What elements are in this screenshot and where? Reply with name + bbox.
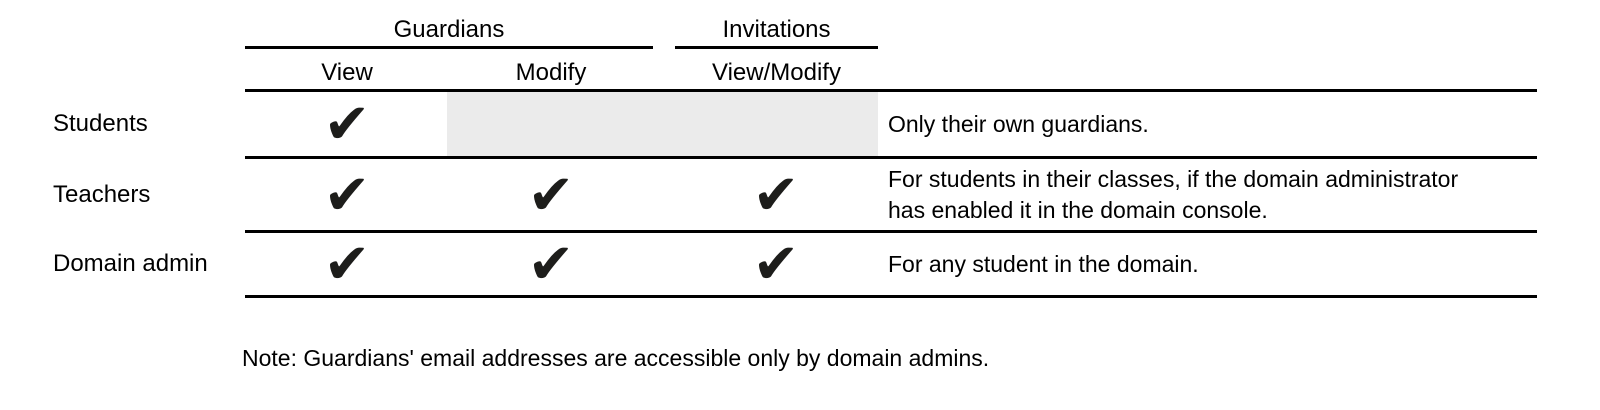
table-rule-after-students (245, 156, 1537, 159)
row-label-teachers: Teachers (53, 180, 151, 208)
domain-admin-note: For any student in the domain. (888, 250, 1199, 277)
guardians-group-underline (245, 46, 653, 49)
table-rule-after-teachers (245, 230, 1537, 233)
table-rule-header-bottom (245, 89, 1537, 92)
domain-admin-guardians-modify-check-icon: ✔ (527, 232, 575, 295)
students-guardians-view-check-icon: ✔ (323, 92, 371, 155)
invitations-group-header: Invitations (722, 16, 831, 43)
col-header-view-modify: View/Modify (712, 59, 841, 86)
row-label-domain-admin: Domain admin (53, 250, 208, 277)
col-header-modify: Modify (515, 59, 587, 86)
domain-admin-invitations-view-modify-check-icon: ✔ (752, 232, 800, 295)
col-header-view: View (321, 59, 373, 86)
teachers-guardians-modify-check-icon: ✔ (527, 162, 575, 226)
row-label-students: Students (53, 110, 148, 137)
teachers-note: For students in their classes, if the do… (888, 165, 1459, 223)
teachers-guardians-view-check-icon: ✔ (323, 162, 371, 226)
guardians-group-header: Guardians (393, 16, 505, 43)
students-note: Only their own guardians. (888, 110, 1149, 137)
footnote: Note: Guardians' email addresses are acc… (242, 345, 990, 371)
teachers-invitations-view-modify-check-icon: ✔ (752, 162, 800, 226)
invitations-group-underline (675, 46, 878, 49)
students-shaded-cells (447, 92, 878, 156)
table-rule-bottom (245, 295, 1537, 298)
domain-admin-guardians-view-check-icon: ✔ (323, 232, 371, 295)
